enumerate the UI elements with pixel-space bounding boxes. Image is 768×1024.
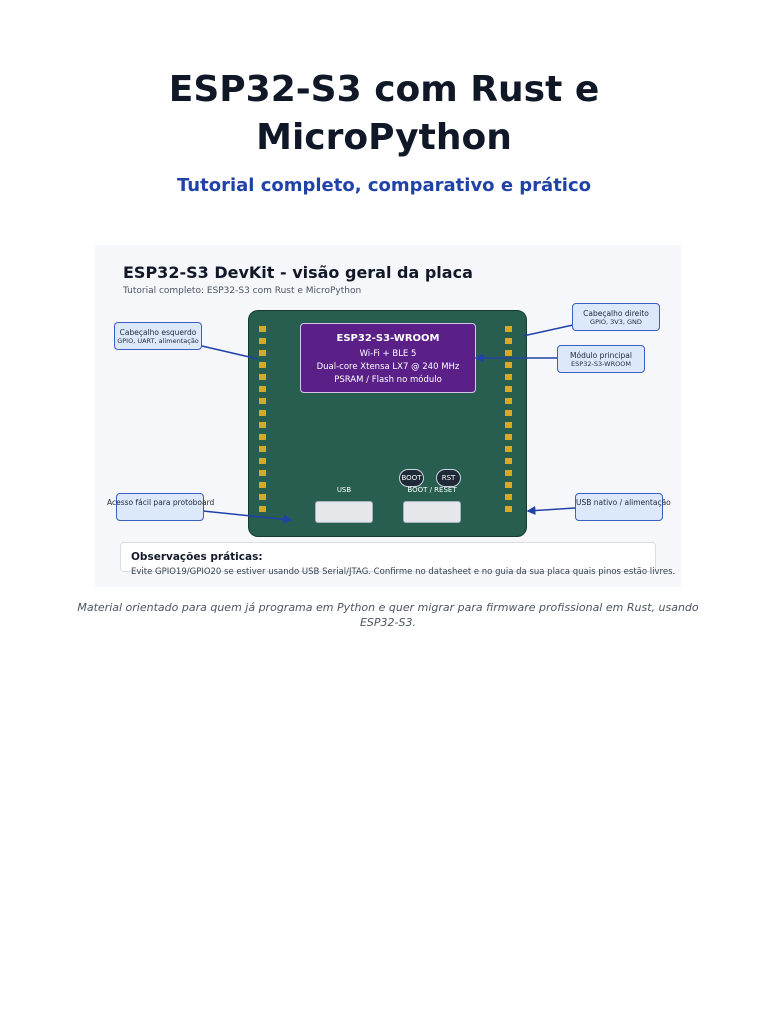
callout-main-module-desc: ESP32-S3-WROOM — [571, 360, 631, 368]
right-header-pin — [505, 458, 512, 464]
page-title-line-1: ESP32-S3 com Rust e — [168, 69, 600, 110]
left-header-pin — [259, 422, 266, 428]
module-line-2: Dual-core Xtensa LX7 @ 240 MHz — [316, 362, 460, 372]
right-header-pin — [505, 434, 512, 440]
callout-right-header: Cabeçalho direito GPIO, 3V3, GND — [572, 303, 660, 331]
right-header-pin — [505, 482, 512, 488]
board-overview-figure: ESP32-S3 DevKit - visão geral da placa T… — [95, 245, 681, 587]
right-header-pin — [505, 398, 512, 404]
left-header-pin — [259, 482, 266, 488]
right-header-pin — [505, 494, 512, 500]
figure-title: ESP32-S3 DevKit - visão geral da placa — [123, 263, 473, 282]
module-name: ESP32-S3-WROOM — [336, 333, 440, 344]
right-header-pin — [505, 422, 512, 428]
callout-main-module-title: Módulo principal — [570, 351, 632, 360]
left-header-pin — [259, 374, 266, 380]
left-header-pin — [259, 362, 266, 368]
boot-button: BOOT — [399, 469, 424, 487]
module-line-1: Wi-Fi + BLE 5 — [359, 349, 417, 359]
page-title-line-2: MicroPython — [256, 117, 512, 158]
module-line-3: PSRAM / Flash no módulo — [334, 375, 442, 385]
left-header-pin — [259, 350, 266, 356]
left-header-pin — [259, 386, 266, 392]
left-header-pin — [259, 470, 266, 476]
callout-breadboard: Acesso fácil para protoboard — [107, 493, 214, 521]
wroom-module: ESP32-S3-WROOM Wi-Fi + BLE 5 Dual-core X… — [300, 323, 476, 393]
left-header-connector — [201, 345, 259, 360]
right-header-pin — [505, 350, 512, 356]
right-header-connector — [522, 324, 574, 337]
figure-subtitle: Tutorial completo: ESP32-S3 com Rust e M… — [123, 286, 362, 296]
boot-reset-port-label: BOOT / RESET — [407, 486, 457, 494]
callout-usb-native-text: USB nativo / alimentação — [576, 498, 671, 507]
page-subtitle: Tutorial completo, comparativo e prático — [176, 175, 592, 196]
right-header-pin — [505, 326, 512, 332]
callout-left-header: Cabeçalho esquerdo GPIO, UART, alimentaç… — [114, 322, 202, 350]
left-header-pin — [259, 458, 266, 464]
notes-text: Evite GPIO19/GPIO20 se estiver usando US… — [131, 567, 676, 577]
left-header-pin — [259, 446, 266, 452]
right-header-pin — [505, 506, 512, 512]
right-header-pin — [505, 410, 512, 416]
breadboard-connector — [202, 510, 293, 524]
right-header-pin — [505, 338, 512, 344]
left-header-pin — [259, 434, 266, 440]
left-header-pin — [259, 506, 266, 512]
right-header-pin — [505, 374, 512, 380]
usb-port — [315, 501, 373, 523]
callout-left-header-desc: GPIO, UART, alimentação — [117, 337, 199, 345]
callout-breadboard-text: Acesso fácil para protoboard — [107, 498, 215, 507]
callout-usb-native: USB nativo / alimentação — [575, 493, 671, 521]
callout-right-header-title: Cabeçalho direito — [583, 309, 649, 318]
usb-native-connector — [526, 506, 576, 516]
left-header-pin — [259, 410, 266, 416]
right-header-pin — [505, 470, 512, 476]
left-header-pin — [259, 494, 266, 500]
practical-notes-box: Observações práticas: Evite GPIO19/GPIO2… — [120, 542, 675, 577]
right-header-pin — [505, 386, 512, 392]
left-header-pin — [259, 398, 266, 404]
usb-port-label: USB — [336, 486, 352, 494]
left-header-pin — [259, 338, 266, 344]
callout-connectors — [201, 324, 576, 524]
boot-reset-port — [403, 501, 461, 523]
left-header-pin — [259, 326, 266, 332]
page-title: ESP32-S3 com Rust e MicroPython — [0, 66, 768, 162]
callout-left-header-title: Cabeçalho esquerdo — [119, 328, 197, 337]
right-header-pin — [505, 362, 512, 368]
figure-caption: Material orientado para quem já programa… — [77, 601, 699, 629]
right-header-pin — [505, 446, 512, 452]
callout-right-header-desc: GPIO, 3V3, GND — [590, 318, 642, 326]
callout-main-module: Módulo principal ESP32-S3-WROOM — [557, 345, 645, 373]
notes-title: Observações práticas: — [131, 551, 263, 563]
rst-button: RST — [436, 469, 461, 487]
